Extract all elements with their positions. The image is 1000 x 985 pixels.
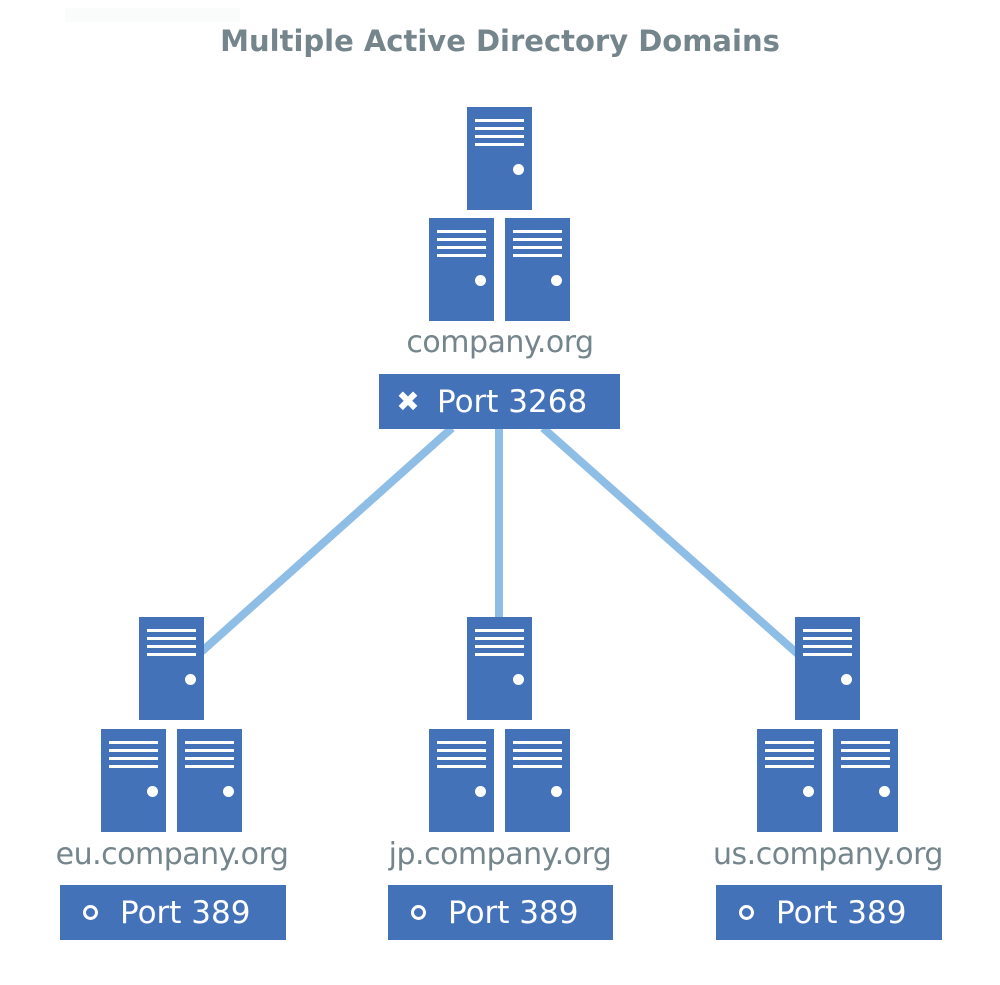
eu-domain-label: eu.company.org: [55, 837, 289, 872]
x-mark-icon: ✖: [396, 385, 420, 418]
server-icon: [467, 617, 532, 720]
server-icon: [467, 107, 532, 210]
server-icon: [139, 617, 204, 720]
diagram-title: Multiple Active Directory Domains: [220, 24, 780, 58]
server-icon: [429, 729, 494, 832]
server-icon: [757, 729, 822, 832]
jp-port-label: Port 389: [448, 894, 579, 931]
watermark-ghost: [65, 8, 240, 22]
server-icon: [177, 729, 242, 832]
us-domain-label: us.company.org: [713, 837, 943, 872]
connector-root-to-eu: [197, 425, 455, 656]
eu-port-label: Port 389: [120, 894, 251, 931]
ring-icon: [738, 905, 754, 920]
jp-port-badge: Port 389: [388, 885, 613, 940]
ring-icon: [82, 905, 98, 920]
root-domain-label: company.org: [406, 325, 594, 360]
server-icon: [833, 729, 898, 832]
root-port-label: Port 3268: [437, 383, 588, 420]
server-icon: [429, 218, 494, 321]
server-icon: [101, 729, 166, 832]
connector-root-to-us: [540, 425, 803, 659]
server-icon: [505, 729, 570, 832]
jp-domain-label: jp.company.org: [388, 837, 612, 872]
us-port-label: Port 389: [776, 894, 907, 931]
server-icon: [505, 218, 570, 321]
eu-port-badge: Port 389: [60, 885, 286, 940]
us-port-badge: Port 389: [716, 885, 942, 940]
server-icon: [795, 617, 860, 720]
ring-icon: [410, 905, 426, 920]
root-port-badge: ✖ Port 3268: [379, 374, 620, 429]
